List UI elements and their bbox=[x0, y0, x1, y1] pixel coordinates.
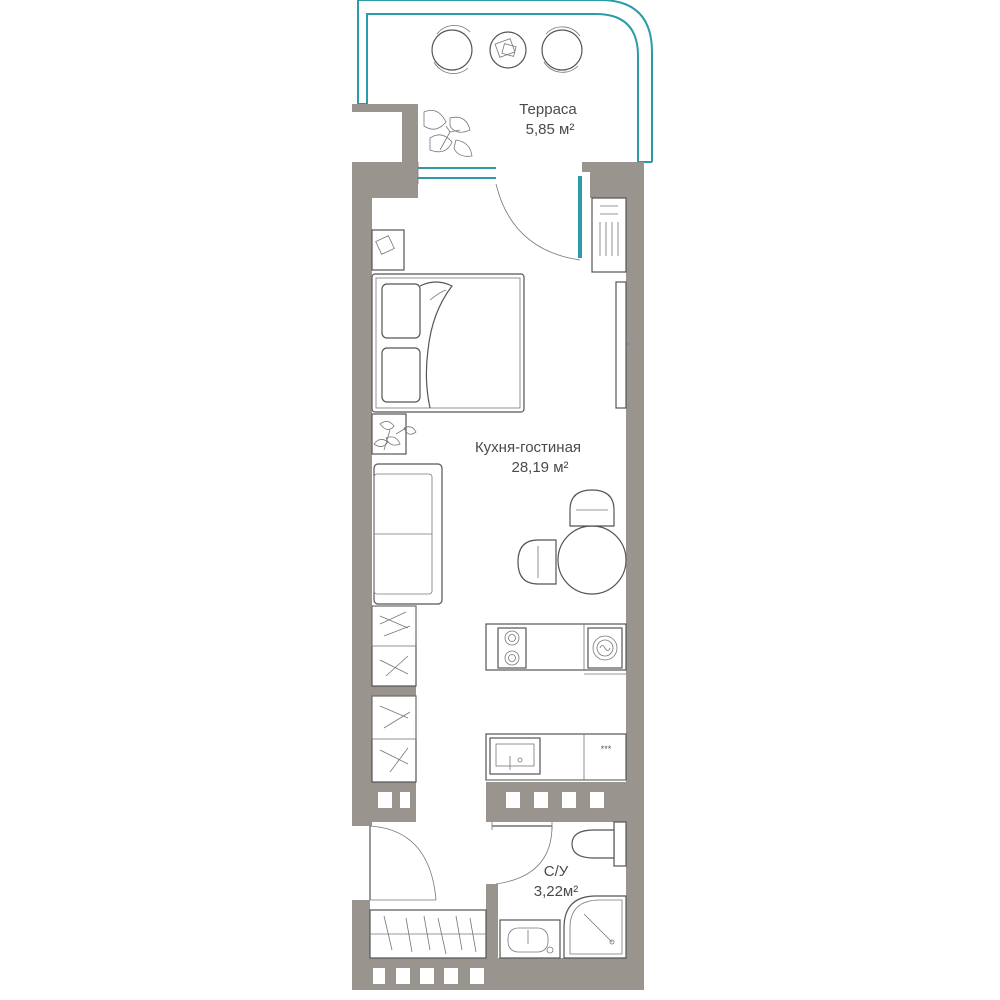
bathroom-area: 3,22м² bbox=[534, 883, 579, 900]
svg-text:***: *** bbox=[601, 744, 612, 754]
plant-icon bbox=[423, 109, 473, 157]
bathroom-sink-icon bbox=[499, 919, 561, 959]
wardrobe-icon bbox=[371, 605, 417, 687]
bathroom: С/У 3,22м² bbox=[491, 821, 627, 959]
cooktop-icon: *** bbox=[601, 744, 612, 754]
wardrobe-icon bbox=[369, 909, 487, 959]
walls bbox=[352, 104, 644, 990]
toilet-icon bbox=[571, 821, 627, 867]
entrance-door[interactable] bbox=[369, 825, 437, 901]
terrace-railing bbox=[357, 0, 653, 162]
radiator-icon bbox=[591, 197, 627, 273]
bed-icon bbox=[371, 273, 525, 413]
terrace: Терраса 5,85 м² bbox=[357, 0, 653, 163]
shower-icon bbox=[563, 895, 627, 959]
table-icon bbox=[489, 31, 527, 69]
terrace-area: 5,85 м² bbox=[526, 121, 575, 138]
chair-icon bbox=[569, 489, 615, 527]
terrace-door[interactable] bbox=[417, 162, 582, 261]
bathroom-name: С/У bbox=[544, 863, 569, 880]
plant-icon bbox=[371, 413, 417, 455]
nightstand-icon bbox=[371, 229, 405, 271]
terrace-railing-inner bbox=[366, 13, 639, 162]
chair-icon bbox=[431, 25, 473, 74]
dining-table-icon bbox=[557, 525, 627, 595]
living-kitchen-area: 28,19 м² bbox=[511, 459, 568, 476]
stove-icon bbox=[497, 627, 527, 669]
washing-machine-icon bbox=[587, 627, 623, 669]
chair-icon bbox=[517, 539, 557, 585]
sofa-icon bbox=[373, 463, 443, 605]
terrace-name: Терраса bbox=[519, 101, 577, 118]
wardrobe-icon bbox=[371, 695, 417, 783]
bathroom-door[interactable] bbox=[491, 822, 553, 885]
chair-icon bbox=[541, 26, 583, 73]
living-kitchen-name: Кухня-гостиная bbox=[475, 439, 581, 456]
tv-icon bbox=[615, 281, 630, 409]
sink-icon bbox=[489, 737, 541, 775]
